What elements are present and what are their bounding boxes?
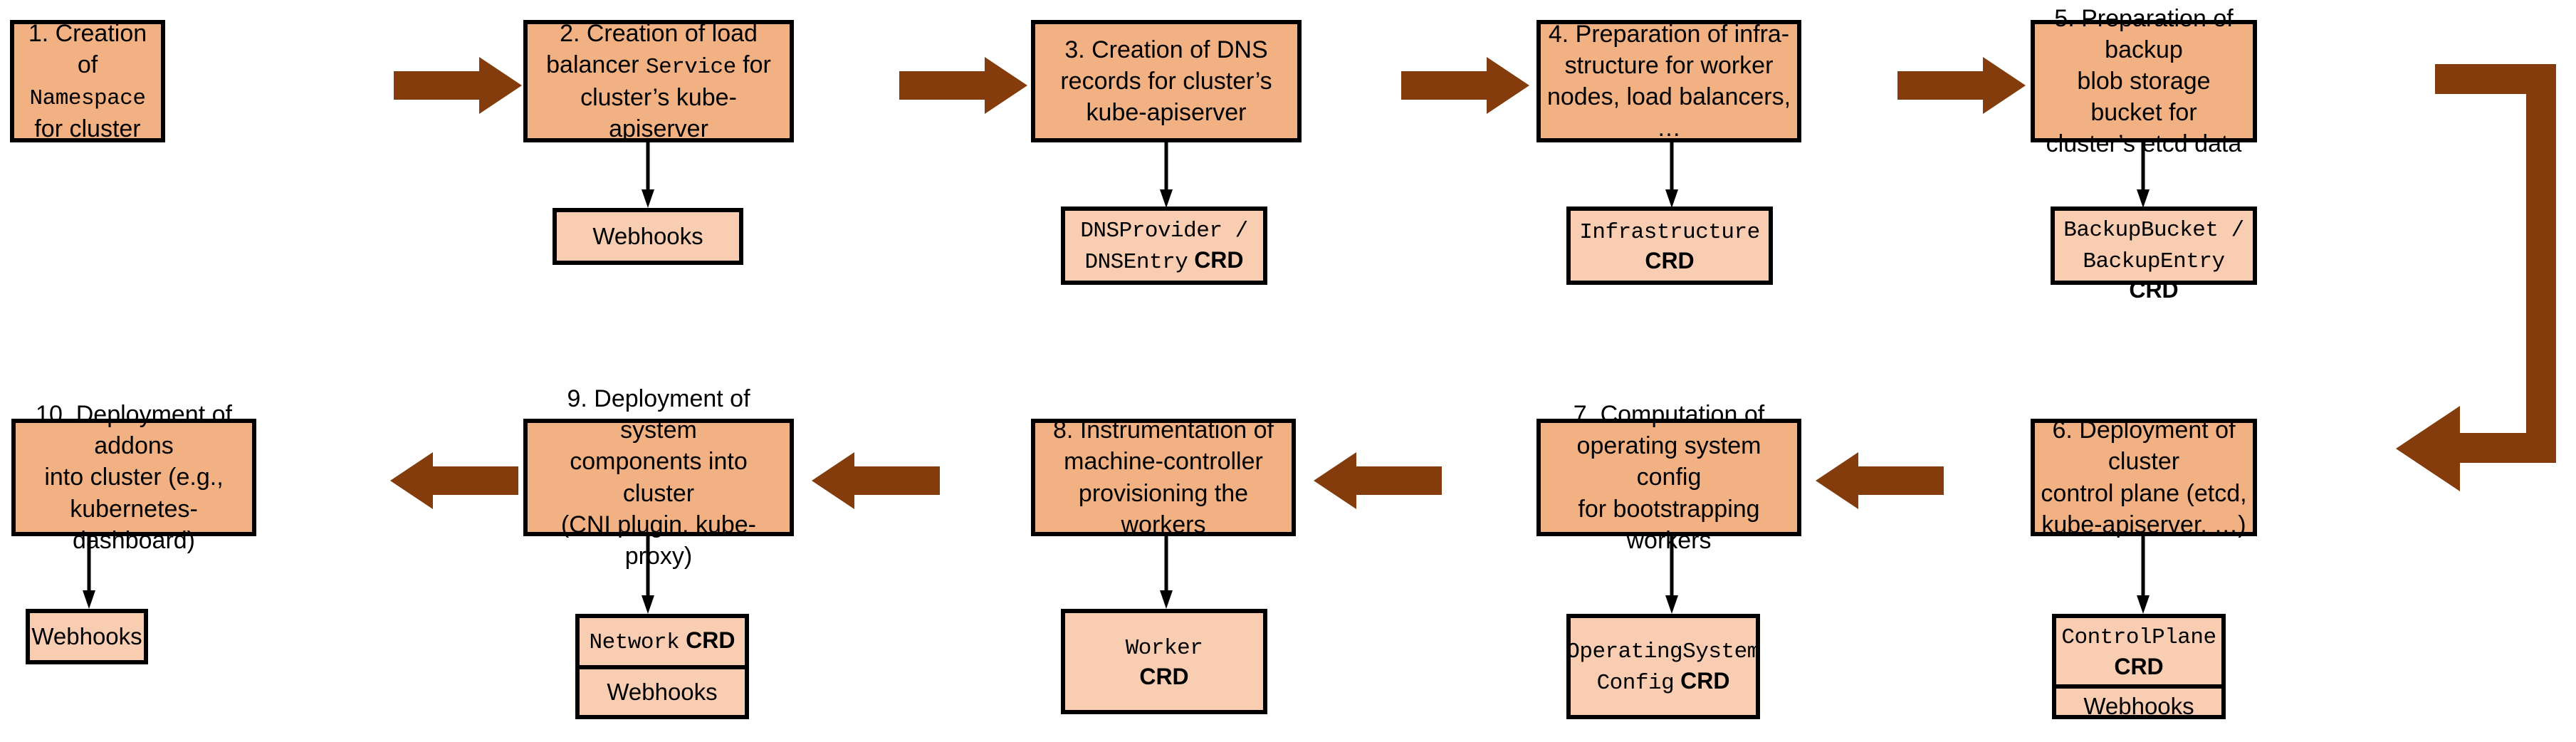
artifact-box-7[interactable]: OperatingSystem Config CRD [1566, 614, 1760, 719]
flow-arrow-5-6 [2271, 64, 2570, 498]
step-box-9[interactable]: 9. Deployment of system components into … [523, 385, 794, 570]
connector-step-4-artifact [1665, 141, 1679, 209]
step-box-4[interactable]: 4. Preparation of infra- structure for w… [1536, 20, 1801, 142]
artifact-9-cell-1: Webhooks [580, 664, 745, 715]
step-box-7[interactable]: 7. Computation of operating system confi… [1536, 401, 1801, 554]
artifact-box-5[interactable]: BackupBucket / BackupEntry CRD [2051, 207, 2257, 303]
step-10-text: 10. Deployment of addons into cluster (e… [36, 401, 232, 554]
artifact-5-cell-0: BackupBucket / BackupEntry CRD [2063, 218, 2244, 303]
artifact-3-cell-0: DNSProvider / DNSEntry CRD [1080, 219, 1248, 275]
step-1-text: 1. Creation of Namespace for cluster [28, 19, 147, 143]
artifact-box-4[interactable]: Infrastructure CRD [1566, 207, 1773, 285]
connector-step-6-artifact [2136, 535, 2150, 615]
flow-arrow-6-7 [1816, 452, 1944, 509]
step-box-10[interactable]: 10. Deployment of addons into cluster (e… [11, 401, 256, 554]
artifact-box-6[interactable]: ControlPlane CRD Webhooks [2052, 614, 2226, 719]
artifact-9-cell-0: Network CRD [589, 627, 735, 656]
flow-arrow-7-8 [1314, 452, 1442, 509]
flow-arrow-4-5 [1897, 57, 2026, 114]
flow-arrow-3-4 [1401, 57, 1529, 114]
step-box-3[interactable]: 3. Creation of DNS records for cluster’s… [1031, 20, 1302, 142]
step-6-text: 6. Deployment of cluster control plane (… [2041, 417, 2247, 538]
artifact-6-cell-1: Webhooks [2056, 684, 2221, 724]
flow-arrow-9-10 [390, 452, 518, 509]
step-3-text: 3. Creation of DNS records for cluster’s… [1060, 36, 1272, 127]
artifact-4-cell-0: Infrastructure CRD [1579, 219, 1760, 274]
artifact-10-cell-0: Webhooks [31, 622, 142, 649]
step-box-6[interactable]: 6. Deployment of cluster control plane (… [2031, 417, 2257, 538]
artifact-box-9[interactable]: Network CRD Webhooks [575, 614, 749, 719]
flow-arrow-2-3 [899, 57, 1027, 114]
step-box-5[interactable]: 5. Preparation of backup blob storage bu… [2031, 5, 2257, 157]
connector-step-3-artifact [1159, 141, 1173, 209]
artifact-2-cell-0: Webhooks [592, 222, 703, 249]
connector-step-2-artifact [641, 141, 655, 209]
step-box-2[interactable]: 2. Creation of load balancer Service for… [523, 20, 794, 142]
connector-step-8-artifact [1159, 535, 1173, 610]
artifact-box-2[interactable]: Webhooks [553, 208, 743, 265]
step-box-1[interactable]: 1. Creation of Namespace for cluster [10, 20, 165, 142]
artifact-box-10[interactable]: Webhooks [26, 609, 148, 664]
step-2-text: 2. Creation of load balancer Service for… [546, 19, 771, 143]
artifact-6-cell-0: ControlPlane CRD [2061, 625, 2216, 679]
step-9-text: 9. Deployment of system components into … [560, 385, 756, 570]
artifact-8-cell-0: Worker CRD [1125, 635, 1203, 690]
step-5-text: 5. Preparation of backup blob storage bu… [2046, 4, 2242, 158]
artifact-box-8[interactable]: Worker CRD [1061, 609, 1267, 714]
step-box-8[interactable]: 8. Instrumentation of machine-controller… [1031, 417, 1296, 538]
step-8-text: 8. Instrumentation of machine-controller… [1053, 417, 1274, 538]
flow-arrow-1-2 [394, 57, 522, 114]
artifact-7-cell-0: OperatingSystem Config CRD [1566, 639, 1760, 696]
step-7-text: 7. Computation of operating system confi… [1573, 401, 1765, 554]
flow-arrow-8-9 [812, 452, 940, 509]
artifact-box-3[interactable]: DNSProvider / DNSEntry CRD [1061, 207, 1267, 285]
step-4-text: 4. Preparation of infra- structure for w… [1546, 20, 1791, 142]
